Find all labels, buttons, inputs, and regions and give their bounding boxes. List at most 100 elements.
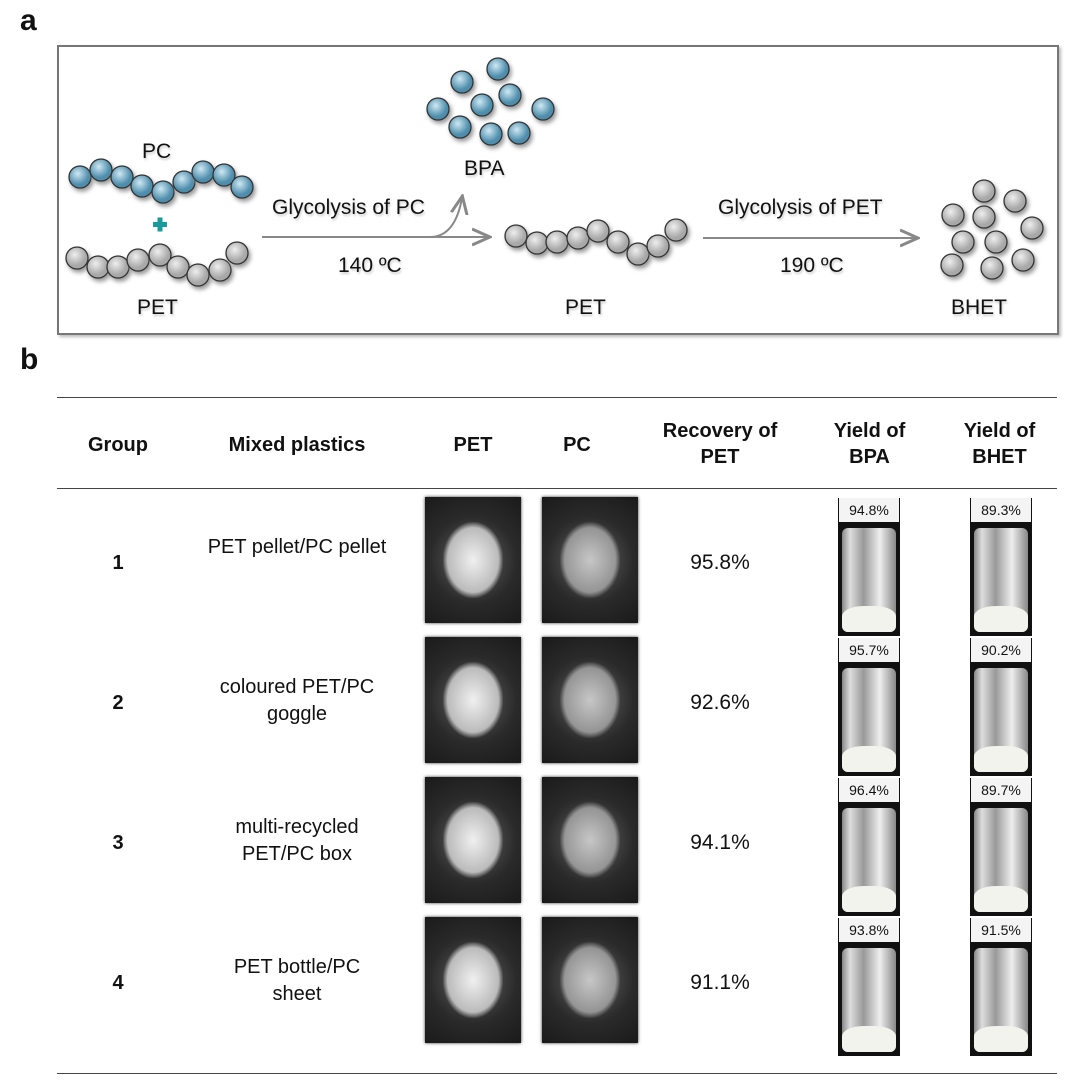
pet-bead: [545, 230, 569, 254]
bpa-vial: 94.8%: [838, 498, 900, 636]
pet-bead: [86, 255, 110, 279]
header-mixed: Mixed plastics: [228, 434, 366, 456]
pc-photo: [542, 777, 638, 903]
bpa-vial: 95.7%: [838, 638, 900, 776]
pet-photo: [425, 917, 521, 1043]
header-pc: PC: [563, 434, 591, 456]
pc-bead: [68, 165, 92, 189]
pc-bead: [130, 174, 154, 198]
pc-bead: [212, 163, 236, 187]
yield-bhet: 90.2%: [971, 638, 1031, 662]
pet-bead: [106, 255, 130, 279]
plus-icon: [153, 217, 167, 232]
bpa-bead: [498, 83, 522, 107]
yield-bpa: 94.8%: [839, 498, 899, 522]
bpa-bead: [470, 93, 494, 117]
bhet-bead: [980, 256, 1004, 280]
bhet-vial: 90.2%: [970, 638, 1032, 776]
yield-bpa: 93.8%: [839, 918, 899, 942]
pet-bead: [525, 231, 549, 255]
header-group: Group: [88, 434, 148, 456]
group-number: 3: [112, 832, 124, 854]
yield-bhet: 91.5%: [971, 918, 1031, 942]
pet-photo: [425, 777, 521, 903]
pc-bead: [172, 170, 196, 194]
pc-bead: [191, 160, 215, 184]
table-header-rule: [57, 488, 1057, 489]
bhet-bead: [1003, 189, 1027, 213]
bhet-bead: [1011, 248, 1035, 272]
panel-b-label: b: [20, 343, 39, 376]
bhet-bead: [940, 253, 964, 277]
mixed-plastics: multi-recycled PET/PC box: [235, 816, 359, 865]
recovery-of-pet: 94.1%: [690, 831, 750, 854]
mixed-plastics: coloured PET/PC goggle: [219, 676, 375, 725]
bhet-bead: [941, 203, 965, 227]
temp2-label: 190 ºC: [780, 254, 844, 277]
bhet-vial: 89.7%: [970, 778, 1032, 916]
header-pet: PET: [453, 434, 493, 456]
pet-photo: [425, 497, 521, 623]
arrow-to-bpa: [429, 198, 462, 238]
bhet-bead: [972, 205, 996, 229]
pc-photo: [542, 917, 638, 1043]
pet-bead: [225, 241, 249, 265]
bpa-bead: [426, 97, 450, 121]
bpa-vial: 96.4%: [838, 778, 900, 916]
bpa-bead: [479, 122, 503, 146]
pet-photo: [425, 637, 521, 763]
pet-bead: [646, 234, 670, 258]
yield-bhet: 89.3%: [971, 498, 1031, 522]
bpa-bead: [531, 97, 555, 121]
pet-bead: [126, 248, 150, 272]
yield-bpa: 96.4%: [839, 778, 899, 802]
pet-bead: [606, 230, 630, 254]
table-bottom-rule: [57, 1073, 1057, 1074]
bpa-bead: [450, 70, 474, 94]
pet-bead: [664, 218, 688, 242]
bhet-bead: [951, 230, 975, 254]
bpa-bead: [486, 57, 510, 81]
bhet-bead: [972, 179, 996, 203]
bhet-label: BHET: [951, 296, 1008, 319]
bhet-vial: 91.5%: [970, 918, 1032, 1056]
header-bhet: Yield of BHET: [963, 420, 1036, 468]
pc-bead: [89, 158, 113, 182]
scheme-frame: [57, 45, 1059, 335]
bpa-bead: [448, 115, 472, 139]
recovery-of-pet: 91.1%: [690, 971, 750, 994]
yield-bpa: 95.7%: [839, 638, 899, 662]
bhet-vial: 89.3%: [970, 498, 1032, 636]
pc-bead: [230, 175, 254, 199]
header-bpa: Yield of BPA: [833, 420, 906, 468]
pet-bead: [208, 258, 232, 282]
bhet-bead: [984, 230, 1008, 254]
yield-bhet: 89.7%: [971, 778, 1031, 802]
header-recovery: Recovery of PET: [662, 420, 778, 468]
pet-bead: [566, 226, 590, 250]
panel-a-label: a: [20, 4, 37, 37]
group-number: 4: [112, 972, 124, 994]
bhet-bead: [1020, 216, 1044, 240]
pc-label: PC: [142, 140, 172, 163]
step1-label: Glycolysis of PC: [272, 196, 425, 219]
temp1-label: 140 ºC: [338, 254, 402, 277]
pet-bead: [166, 255, 190, 279]
pet-bead: [626, 242, 650, 266]
bpa-label: BPA: [464, 157, 505, 180]
pc-bead: [110, 165, 134, 189]
step2-label: Glycolysis of PET: [718, 196, 883, 219]
pc-photo: [542, 497, 638, 623]
reaction-scheme: [65, 57, 1044, 287]
mixed-plastics: PET pellet/PC pellet: [207, 536, 387, 558]
recovery-of-pet: 95.8%: [690, 551, 750, 574]
pet-bead: [65, 246, 89, 270]
pet-bead: [504, 224, 528, 248]
pc-photo: [542, 637, 638, 763]
pc-bead: [151, 180, 175, 204]
pet-mid-label: PET: [565, 296, 606, 319]
pet-bead: [586, 219, 610, 243]
group-number: 2: [112, 692, 124, 714]
pet-left-label: PET: [137, 296, 178, 319]
